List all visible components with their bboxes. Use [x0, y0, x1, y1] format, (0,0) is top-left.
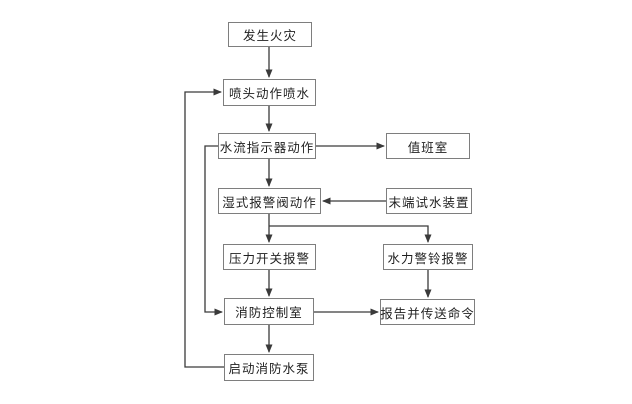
flow-node-fire-occurs: 发生火灾	[228, 22, 312, 47]
flow-node-fire-control-room: 消防控制室	[224, 298, 314, 325]
edge-wet-alarm-valve-to-hydraulic-bell-alarm	[269, 225, 432, 243]
edge-start-fire-pump-to-sprinkler-activates	[184, 88, 224, 368]
flow-node-end-test-device: 末端试水装置	[386, 188, 472, 214]
flow-node-duty-room: 值班室	[386, 133, 470, 159]
flow-node-report-transmit-command: 报告并传送命令	[380, 299, 475, 325]
flow-node-hydraulic-bell-alarm: 水力警铃报警	[383, 244, 473, 270]
flow-node-pressure-switch-alarm: 压力开关报警	[223, 244, 316, 270]
flow-node-start-fire-pump: 启动消防水泵	[224, 354, 314, 381]
flow-node-water-flow-indicator: 水流指示器动作	[218, 133, 316, 159]
edge-water-flow-indicator-to-fire-control-room	[204, 145, 223, 316]
flow-node-wet-alarm-valve: 湿式报警阀动作	[218, 188, 321, 214]
flow-node-sprinkler-activates: 喷头动作喷水	[223, 79, 316, 106]
